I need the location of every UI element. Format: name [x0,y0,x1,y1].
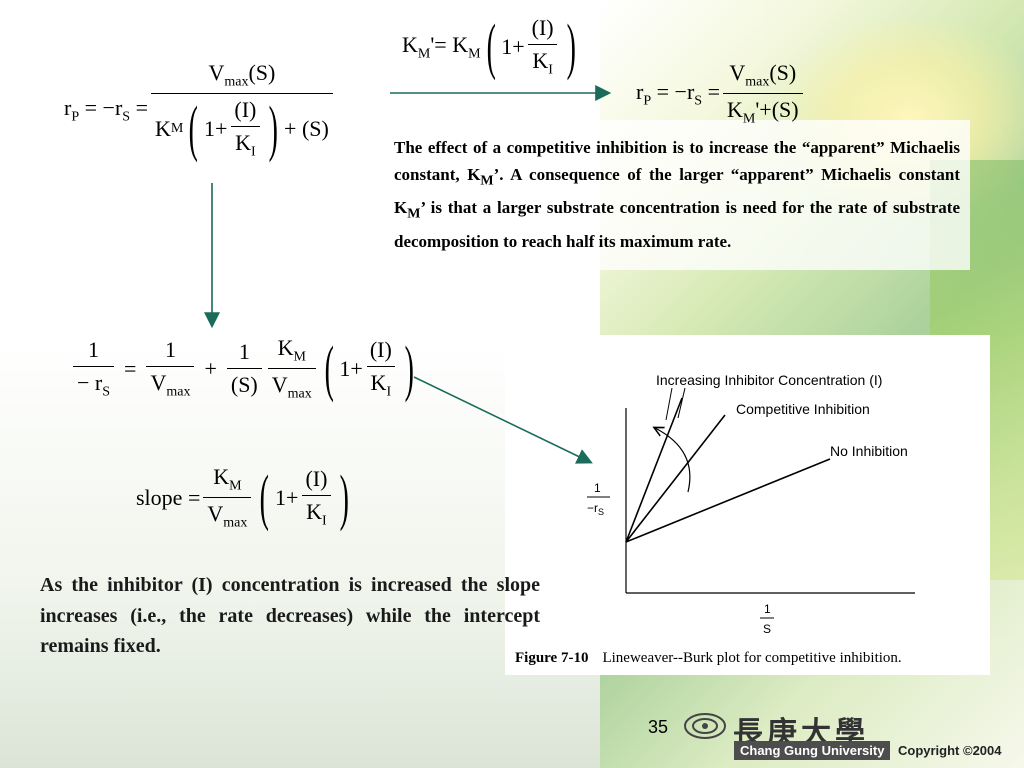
copyright-notice: Copyright ©2004 [898,743,1002,758]
increasing-arrow [655,428,691,493]
line-high-inhibition [625,397,683,543]
label-competitive: Competitive Inhibition [736,401,870,417]
y-label-den: −rS [587,501,604,517]
figure-panel [505,335,990,675]
university-logo-icon [684,713,726,739]
line-no-inhibition [625,458,831,543]
page-number: 35 [648,717,669,737]
x-label-num: 1 [764,602,771,616]
x-label-den: S [763,622,771,636]
university-name-english: Chang Gung University [734,741,890,760]
pointer-competitive [677,387,686,419]
pointer-high [665,387,673,421]
label-increasing: Increasing Inhibitor Concentration (I) [656,372,882,388]
equation-apparent-km: KM'= KM ( 1+ (I)KI ) [402,12,576,81]
y-label-num: 1 [594,481,601,495]
line-competitive-inhibition [625,414,726,543]
background-fade [0,340,600,768]
text-panel [380,120,970,270]
arrow-to-figure [413,376,593,464]
label-no-inhibition: No Inhibition [830,443,908,459]
equation-rate-apparent: rP = −rS = Vmax(S) KM'+(S) [636,60,806,128]
conclusion-paragraph: As the inhibitor (I) concentration is in… [40,574,540,657]
lineweaver-burk-plot: Increasing Inhibitor Concentration (I) C… [587,372,915,636]
explanation-paragraph: The effect of a competitive inhibition i… [394,138,960,251]
